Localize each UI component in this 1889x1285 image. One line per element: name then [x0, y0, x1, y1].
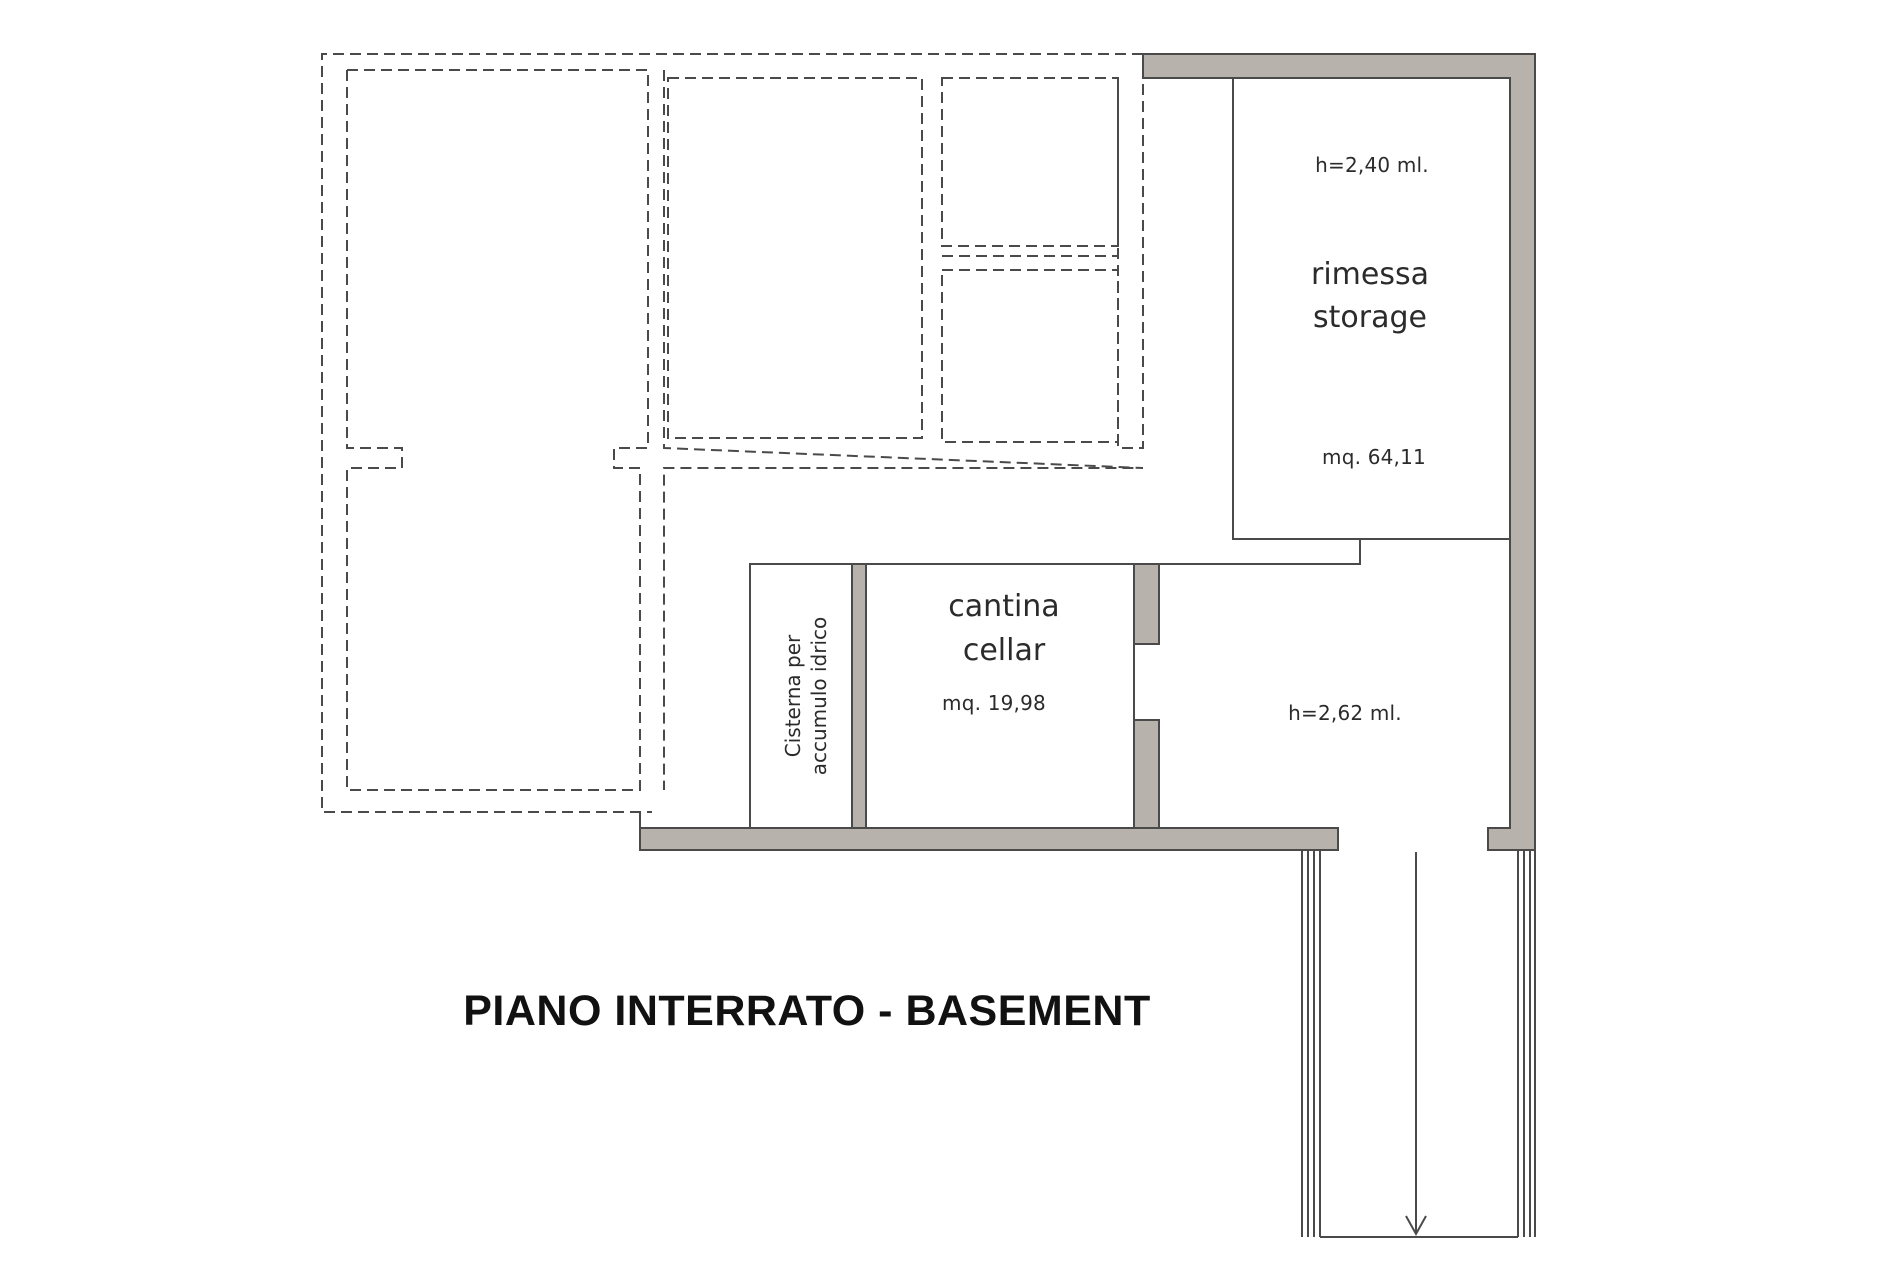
dashed-room-small-top [941, 77, 1119, 247]
svg-text:accumulo idrico: accumulo idrico [807, 617, 831, 776]
cistern-label: Cisterna per accumulo idrico [781, 617, 831, 776]
ramp-arrow-head [1405, 1215, 1427, 1237]
storage-height-label: h=2,40 ml. [1315, 153, 1429, 177]
dashed-room-middle [667, 77, 923, 439]
svg-text:Cisterna per: Cisterna per [781, 634, 805, 757]
dashed-outline [321, 53, 1144, 813]
cellar-name-it: cantina [948, 589, 1059, 624]
dashed-outer-wall [321, 53, 1143, 813]
storage-bottom-return [1159, 539, 1361, 565]
cistern-outline [749, 563, 853, 829]
wall-cellar-west [851, 563, 867, 829]
wall-cellar-east-top [1133, 563, 1160, 645]
plan-title: PIANO INTERRATO - BASEMENT [463, 987, 1150, 1035]
dashed-left-room-outer [346, 69, 649, 791]
storage-area-label: mq. 64,11 [1322, 445, 1426, 469]
dashed-outer-wall-inner [1117, 78, 1144, 449]
dashed-corridor-wall [663, 70, 1144, 790]
storage-name-en: storage [1313, 300, 1427, 335]
walls [639, 53, 1536, 851]
cellar-area-label: mq. 19,98 [942, 691, 1046, 715]
cellar-name-en: cellar [963, 633, 1046, 668]
storage-name-it: rimessa [1311, 257, 1429, 292]
storage-room-outline [1232, 77, 1511, 540]
ramp [1301, 850, 1536, 1238]
corridor-height-label: h=2,62 ml. [1288, 701, 1402, 725]
cellar-outline [865, 563, 1135, 829]
partitions [749, 77, 1511, 829]
wall-south [639, 812, 1339, 851]
dashed-room-small-bottom [941, 269, 1119, 443]
wall-cellar-east-bottom [1133, 719, 1160, 829]
